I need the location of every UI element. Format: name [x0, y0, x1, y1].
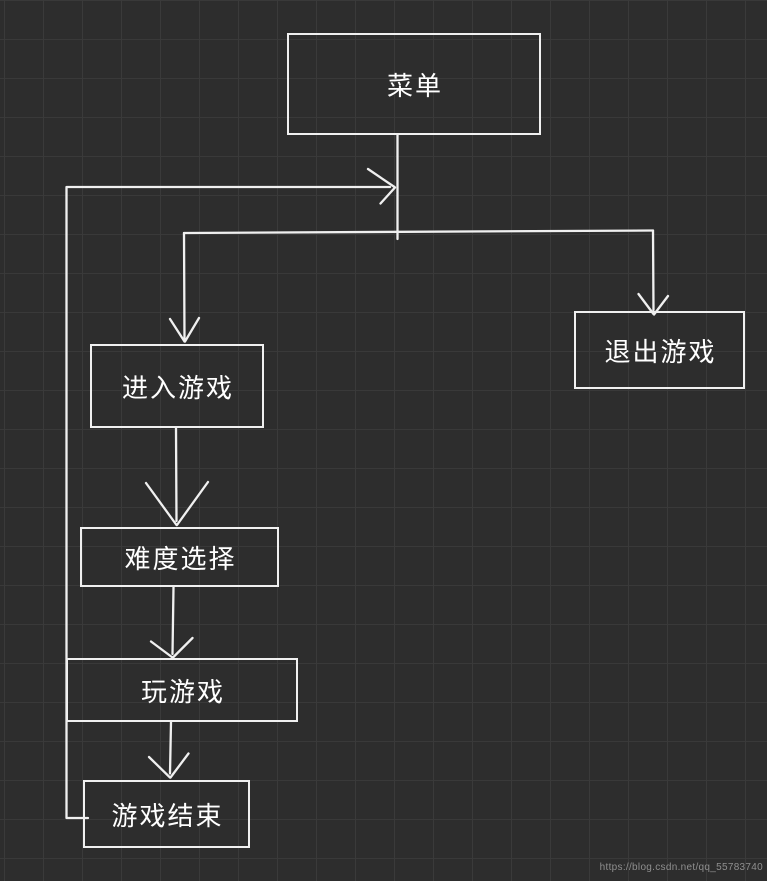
flow-node-play-game: 玩游戏 [66, 658, 298, 722]
edge-difficulty-select-to-play-game [149, 585, 194, 659]
edge-branch-to-exit-game [637, 229, 670, 316]
edge-game-over-to-menu [65, 167, 397, 820]
edge-branch-line [182, 229, 655, 235]
edge-branch-to-enter-game [168, 231, 201, 343]
flow-node-enter-game: 进入游戏 [90, 344, 264, 428]
csdn-watermark: https://blog.csdn.net/qq_55783740 [599, 862, 763, 873]
flow-node-exit-game-label: 退出游戏 [604, 336, 717, 367]
edge-play-game-to-game-over [147, 720, 190, 779]
edge-enter-game-to-difficulty-select [144, 426, 210, 527]
flow-node-game-over-label: 游戏结束 [111, 800, 224, 831]
flow-node-menu: 菜单 [287, 33, 541, 135]
flow-node-difficulty-select: 难度选择 [80, 527, 279, 587]
flow-node-game-over: 游戏结束 [83, 780, 250, 848]
flow-node-play-game-label: 玩游戏 [140, 676, 225, 707]
flow-node-difficulty-select-label: 难度选择 [124, 543, 237, 574]
flow-node-enter-game-label: 进入游戏 [121, 372, 234, 403]
flow-node-exit-game: 退出游戏 [574, 311, 745, 389]
flow-node-menu-label: 菜单 [386, 70, 443, 101]
